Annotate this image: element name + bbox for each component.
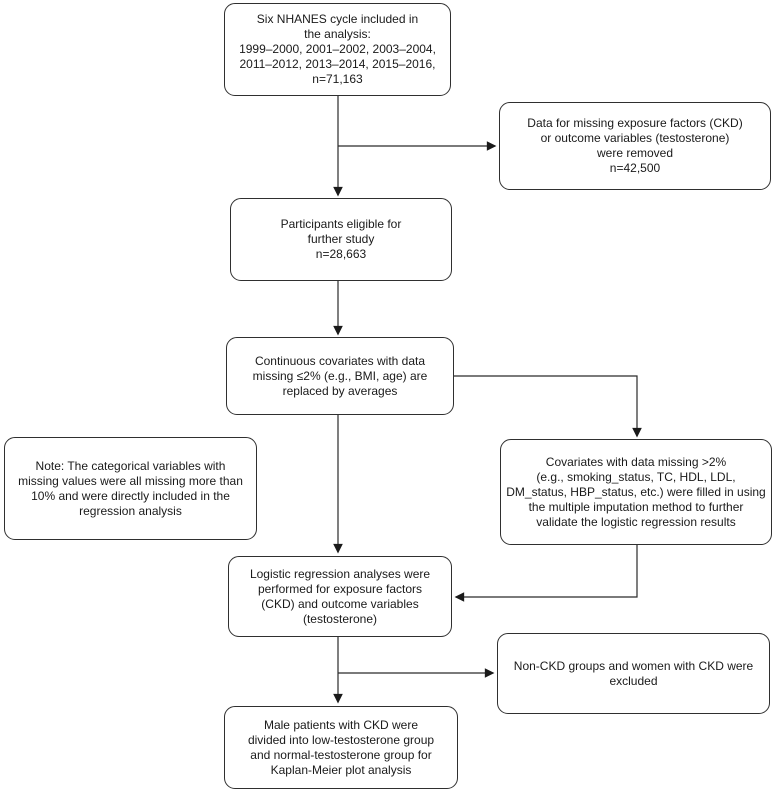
- node-kaplan-meier: Male patients with CKD were divided into…: [224, 706, 458, 789]
- node-missing-data-removed: Data for missing exposure factors (CKD) …: [499, 102, 771, 190]
- edge-continuous-to-imputation-line: [454, 375, 642, 438]
- node-continuous-covariates: Continuous covariates with data missing …: [226, 337, 454, 415]
- edge-imputation-to-logistic-line: [454, 545, 638, 602]
- node-non-ckd-excluded: Non-CKD groups and women with CKD were e…: [497, 633, 770, 714]
- node-nhanes-cycles: Six NHANES cycle included in the analysi…: [224, 3, 451, 96]
- node-logistic-regression: Logistic regression analyses were perfor…: [228, 556, 452, 637]
- node-participants-eligible: Participants eligible for further study …: [230, 198, 452, 281]
- node-covariates-multiple-imputation: Covariates with data missing >2% (e.g., …: [500, 439, 772, 545]
- node-note-categorical-variables: Note: The categorical variables with mis…: [4, 437, 257, 540]
